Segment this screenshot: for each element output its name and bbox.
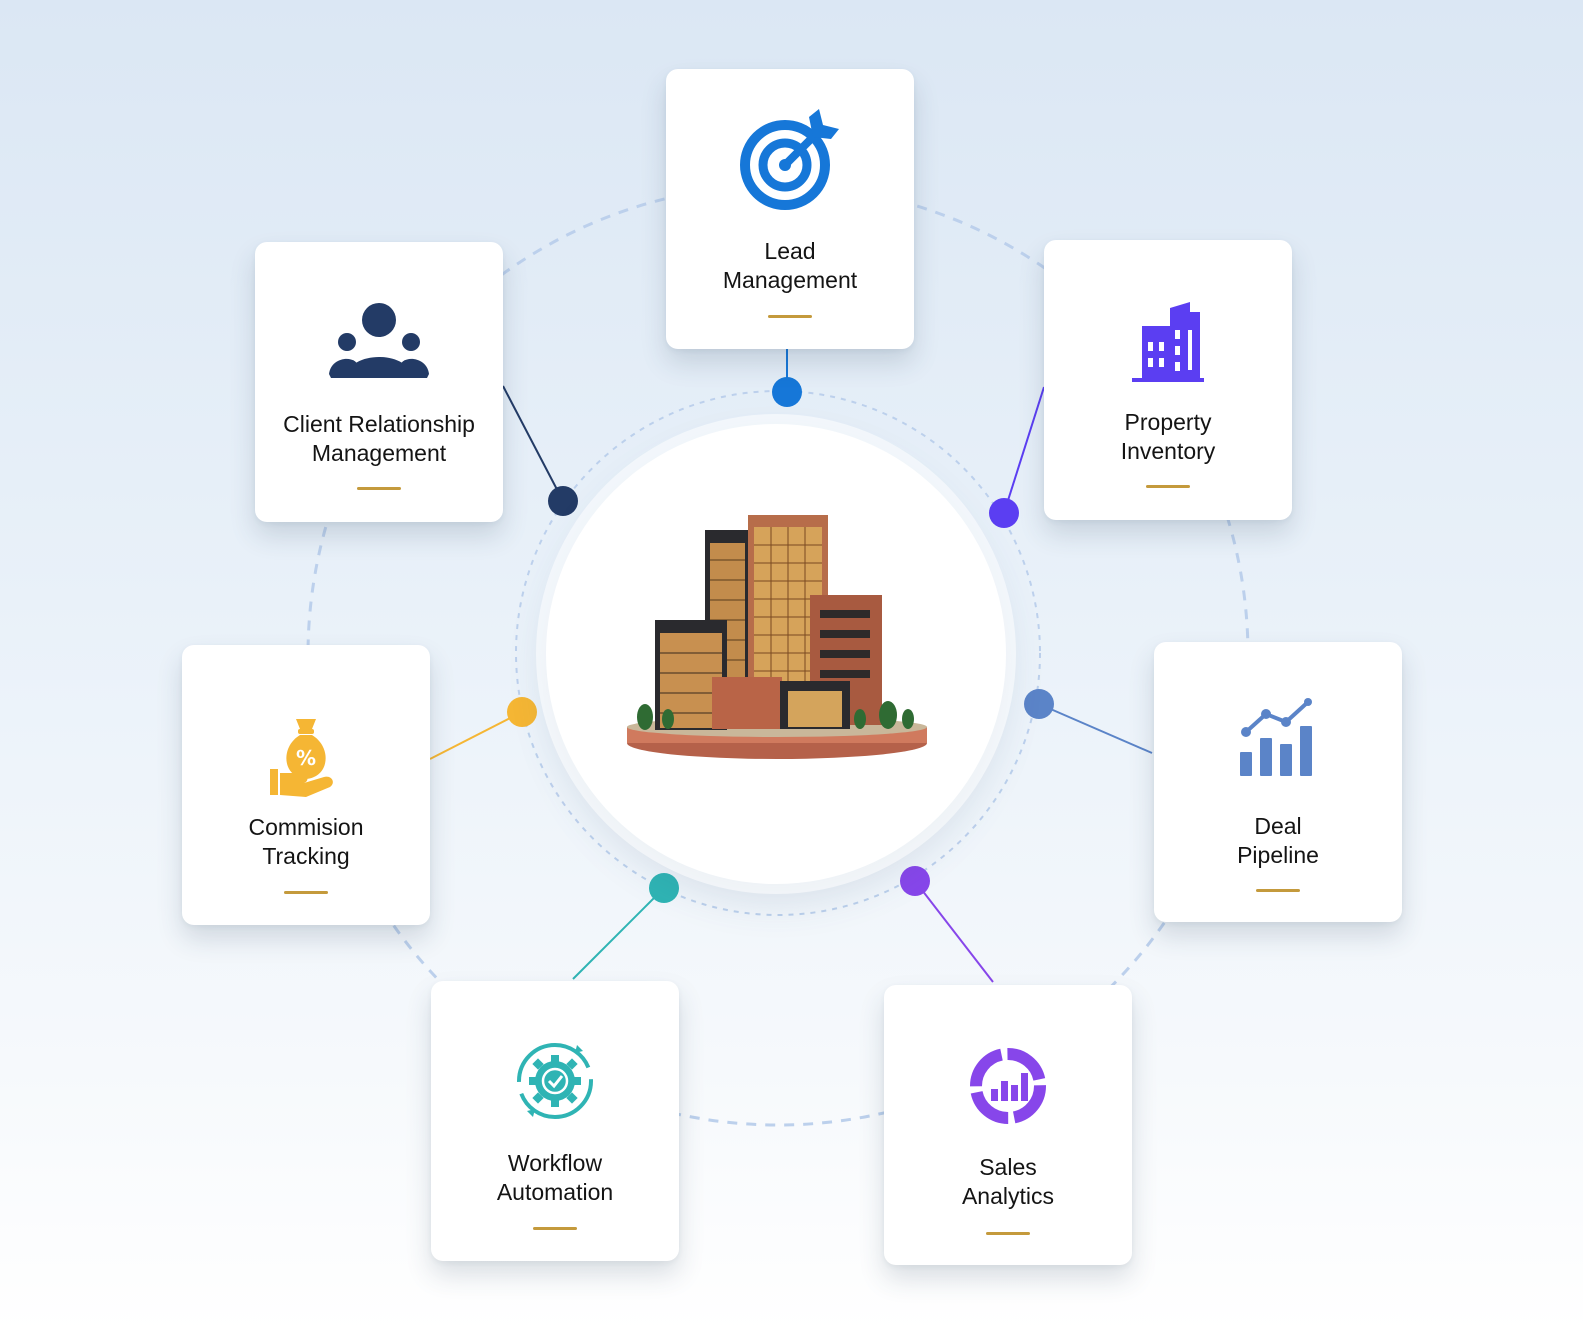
card-label: Commision Tracking	[248, 814, 364, 869]
node-dot-deal	[1024, 689, 1054, 719]
user-group-icon	[329, 303, 429, 378]
card-property-inventory[interactable]: Property Inventory	[1044, 240, 1292, 520]
card-underline	[284, 891, 328, 894]
building-icon	[1132, 302, 1204, 382]
card-label: Lead Management	[722, 238, 858, 293]
card-deal-pipeline[interactable]: Deal Pipeline	[1154, 642, 1402, 922]
card-lead-management[interactable]: Lead Management	[666, 69, 914, 349]
card-commission-tracking[interactable]: % Commision Tracking	[182, 645, 430, 925]
node-dot-workflow	[649, 873, 679, 903]
node-dot-crm	[548, 486, 578, 516]
connector-commission	[429, 711, 523, 760]
node-dot-sales	[900, 866, 930, 896]
card-underline	[1146, 485, 1190, 488]
office-building-illustration	[627, 515, 927, 759]
card-client-relationship-management[interactable]: Client Relationship Management	[255, 242, 503, 522]
gear-check-cycle-icon	[517, 1043, 593, 1119]
card-underline	[1256, 889, 1300, 892]
bar-chart-trend-icon	[1240, 698, 1312, 776]
node-dot-lead	[772, 377, 802, 407]
connector-deal	[1038, 703, 1153, 754]
connector-property	[1003, 386, 1045, 514]
card-workflow-automation[interactable]: Workflow Automation	[431, 981, 679, 1261]
node-dot-property	[989, 498, 1019, 528]
connector-sales	[914, 880, 994, 983]
node-dot-commission	[507, 697, 537, 727]
target-arrow-icon	[740, 109, 839, 210]
card-label: Client Relationship Management	[283, 411, 475, 466]
svg-text:%: %	[296, 746, 316, 770]
card-label: Property Inventory	[1120, 409, 1216, 464]
card-underline	[357, 487, 401, 490]
money-bag-hand-icon: %	[270, 719, 333, 797]
connector-crm	[502, 385, 564, 502]
card-label: Sales Analytics	[961, 1154, 1055, 1209]
card-sales-analytics[interactable]: Sales Analytics	[884, 985, 1132, 1265]
card-underline	[986, 1232, 1030, 1235]
card-underline	[533, 1227, 577, 1230]
donut-bar-chart-icon	[970, 1048, 1046, 1124]
connector-workflow	[572, 887, 665, 980]
card-underline	[768, 315, 812, 318]
card-label: Deal Pipeline	[1237, 813, 1319, 868]
card-label: Workflow Automation	[496, 1150, 614, 1205]
